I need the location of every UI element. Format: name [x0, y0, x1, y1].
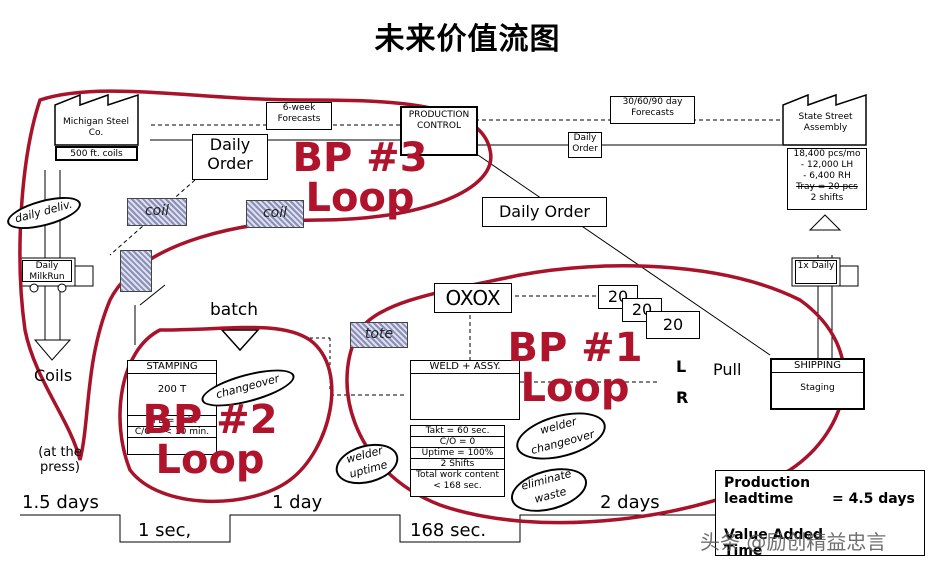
- supplier-daily-order: Daily Order: [192, 134, 268, 180]
- coils-note: (at the press): [38, 445, 82, 475]
- supplier-forecast: 6-week Forecasts: [266, 102, 332, 130]
- timeline-process-1: 1 sec,: [138, 520, 192, 541]
- shipping-title: SHIPPING: [772, 360, 863, 373]
- customer-forecast: 30/60/90 day Forecasts: [610, 96, 695, 124]
- bp3-loop-line1: BP #3: [292, 135, 428, 181]
- timeline-wait-1: 1.5 days: [22, 492, 99, 513]
- bp3-loop-label: BP #3 Loop: [280, 138, 440, 218]
- production-control-label: PRODUCTION CONTROL: [408, 110, 470, 131]
- bp2-loop-label: BP #2 Loop: [135, 400, 285, 480]
- shipping-process-box: SHIPPING Staging: [770, 358, 865, 410]
- supplier-name: Michigan Steel Co.: [62, 117, 130, 138]
- production-control-box: PRODUCTION CONTROL: [400, 106, 478, 156]
- tote-kanban: tote: [350, 322, 408, 348]
- leadtime-value: = 4.5 days: [832, 491, 915, 507]
- watermark: 头条 @励创精益忠言: [700, 530, 887, 554]
- supermarket-L: L: [676, 357, 687, 376]
- stamping-title: STAMPING: [128, 361, 216, 374]
- weld-data-box: Takt = 60 sec. C/O = 0 Uptime = 100% 2 S…: [410, 425, 505, 497]
- customer-data-line: - 12,000 LH: [800, 160, 854, 170]
- bp3-loop-line2: Loop: [305, 175, 415, 221]
- customer-data-line: - 6,400 RH: [803, 171, 851, 181]
- coils-inventory: Coils: [34, 366, 73, 385]
- main-daily-order: Daily Order: [482, 197, 607, 227]
- weld-process-box: WELD + ASSY.: [410, 360, 520, 420]
- stamping-process-box: STAMPING 200 T EPE = shift C/O = < 10 mi…: [127, 360, 217, 455]
- customer-shipment-label: 1x Daily: [795, 260, 837, 284]
- customer-data-line: 18,400 pcs/mo: [793, 149, 861, 159]
- customer-data-line: Tray = 20 pcs: [796, 182, 858, 192]
- bp1-loop-line2: Loop: [520, 365, 630, 411]
- coil-kanban-1: coil: [127, 198, 187, 226]
- bp1-loop-line1: BP #1: [507, 325, 643, 371]
- withdrawal-kanban-3: 20: [646, 311, 700, 339]
- weld-title: WELD + ASSY.: [411, 361, 519, 374]
- oxox-box: OXOX: [434, 283, 512, 313]
- supplier-coils: 500 ft. coils: [55, 146, 138, 161]
- stamping-data-line: C/O = < 10 min.: [128, 427, 216, 438]
- customer-name: State Street Assembly: [798, 112, 853, 133]
- weld-data-line: 2 Shifts: [411, 459, 504, 470]
- bp2-loop-line2: Loop: [155, 437, 265, 483]
- customer-data-box: 18,400 pcs/mo - 12,000 LH - 6,400 RH Tra…: [787, 148, 867, 210]
- customer-daily-order: Daily Order: [568, 132, 602, 158]
- stamping-data-line: EPE = shift: [128, 415, 216, 427]
- timeline-process-2: 168 sec.: [410, 520, 487, 541]
- coil-kanban-2: coil: [246, 200, 304, 228]
- timeline-wait-3: 2 days: [600, 492, 660, 513]
- withdrawal-kanban-1: 20: [598, 285, 638, 309]
- leadtime-summary-box: Production leadtime = 4.5 days Value Add…: [715, 470, 925, 559]
- page-title: 未来价值流图: [374, 22, 561, 57]
- weld-data-line: C/O = 0: [411, 437, 504, 448]
- customer-data-line: 2 shifts: [810, 193, 844, 203]
- value-added-label: Value Added Time: [724, 527, 824, 559]
- kanban-post-icon: [116, 250, 156, 300]
- weld-data-line: Takt = 60 sec.: [411, 426, 504, 437]
- milk-run-label: Daily MilkRun: [22, 260, 72, 282]
- leadtime-label: Production leadtime: [724, 475, 811, 507]
- stamping-tonnage: 200 T: [157, 384, 187, 395]
- bp2-loop-line1: BP #2: [142, 397, 278, 443]
- bp1-loop-label: BP #1 Loop: [495, 328, 655, 408]
- pull-label: Pull: [713, 360, 742, 379]
- weld-data-line: Total work content < 168 sec.: [416, 470, 499, 491]
- timeline-wait-2: 1 day: [272, 492, 323, 513]
- shipping-sub: Staging: [800, 383, 835, 393]
- batch-label: batch: [210, 300, 258, 320]
- supermarket-R: R: [676, 388, 689, 407]
- weld-data-line: Uptime = 100%: [411, 448, 504, 459]
